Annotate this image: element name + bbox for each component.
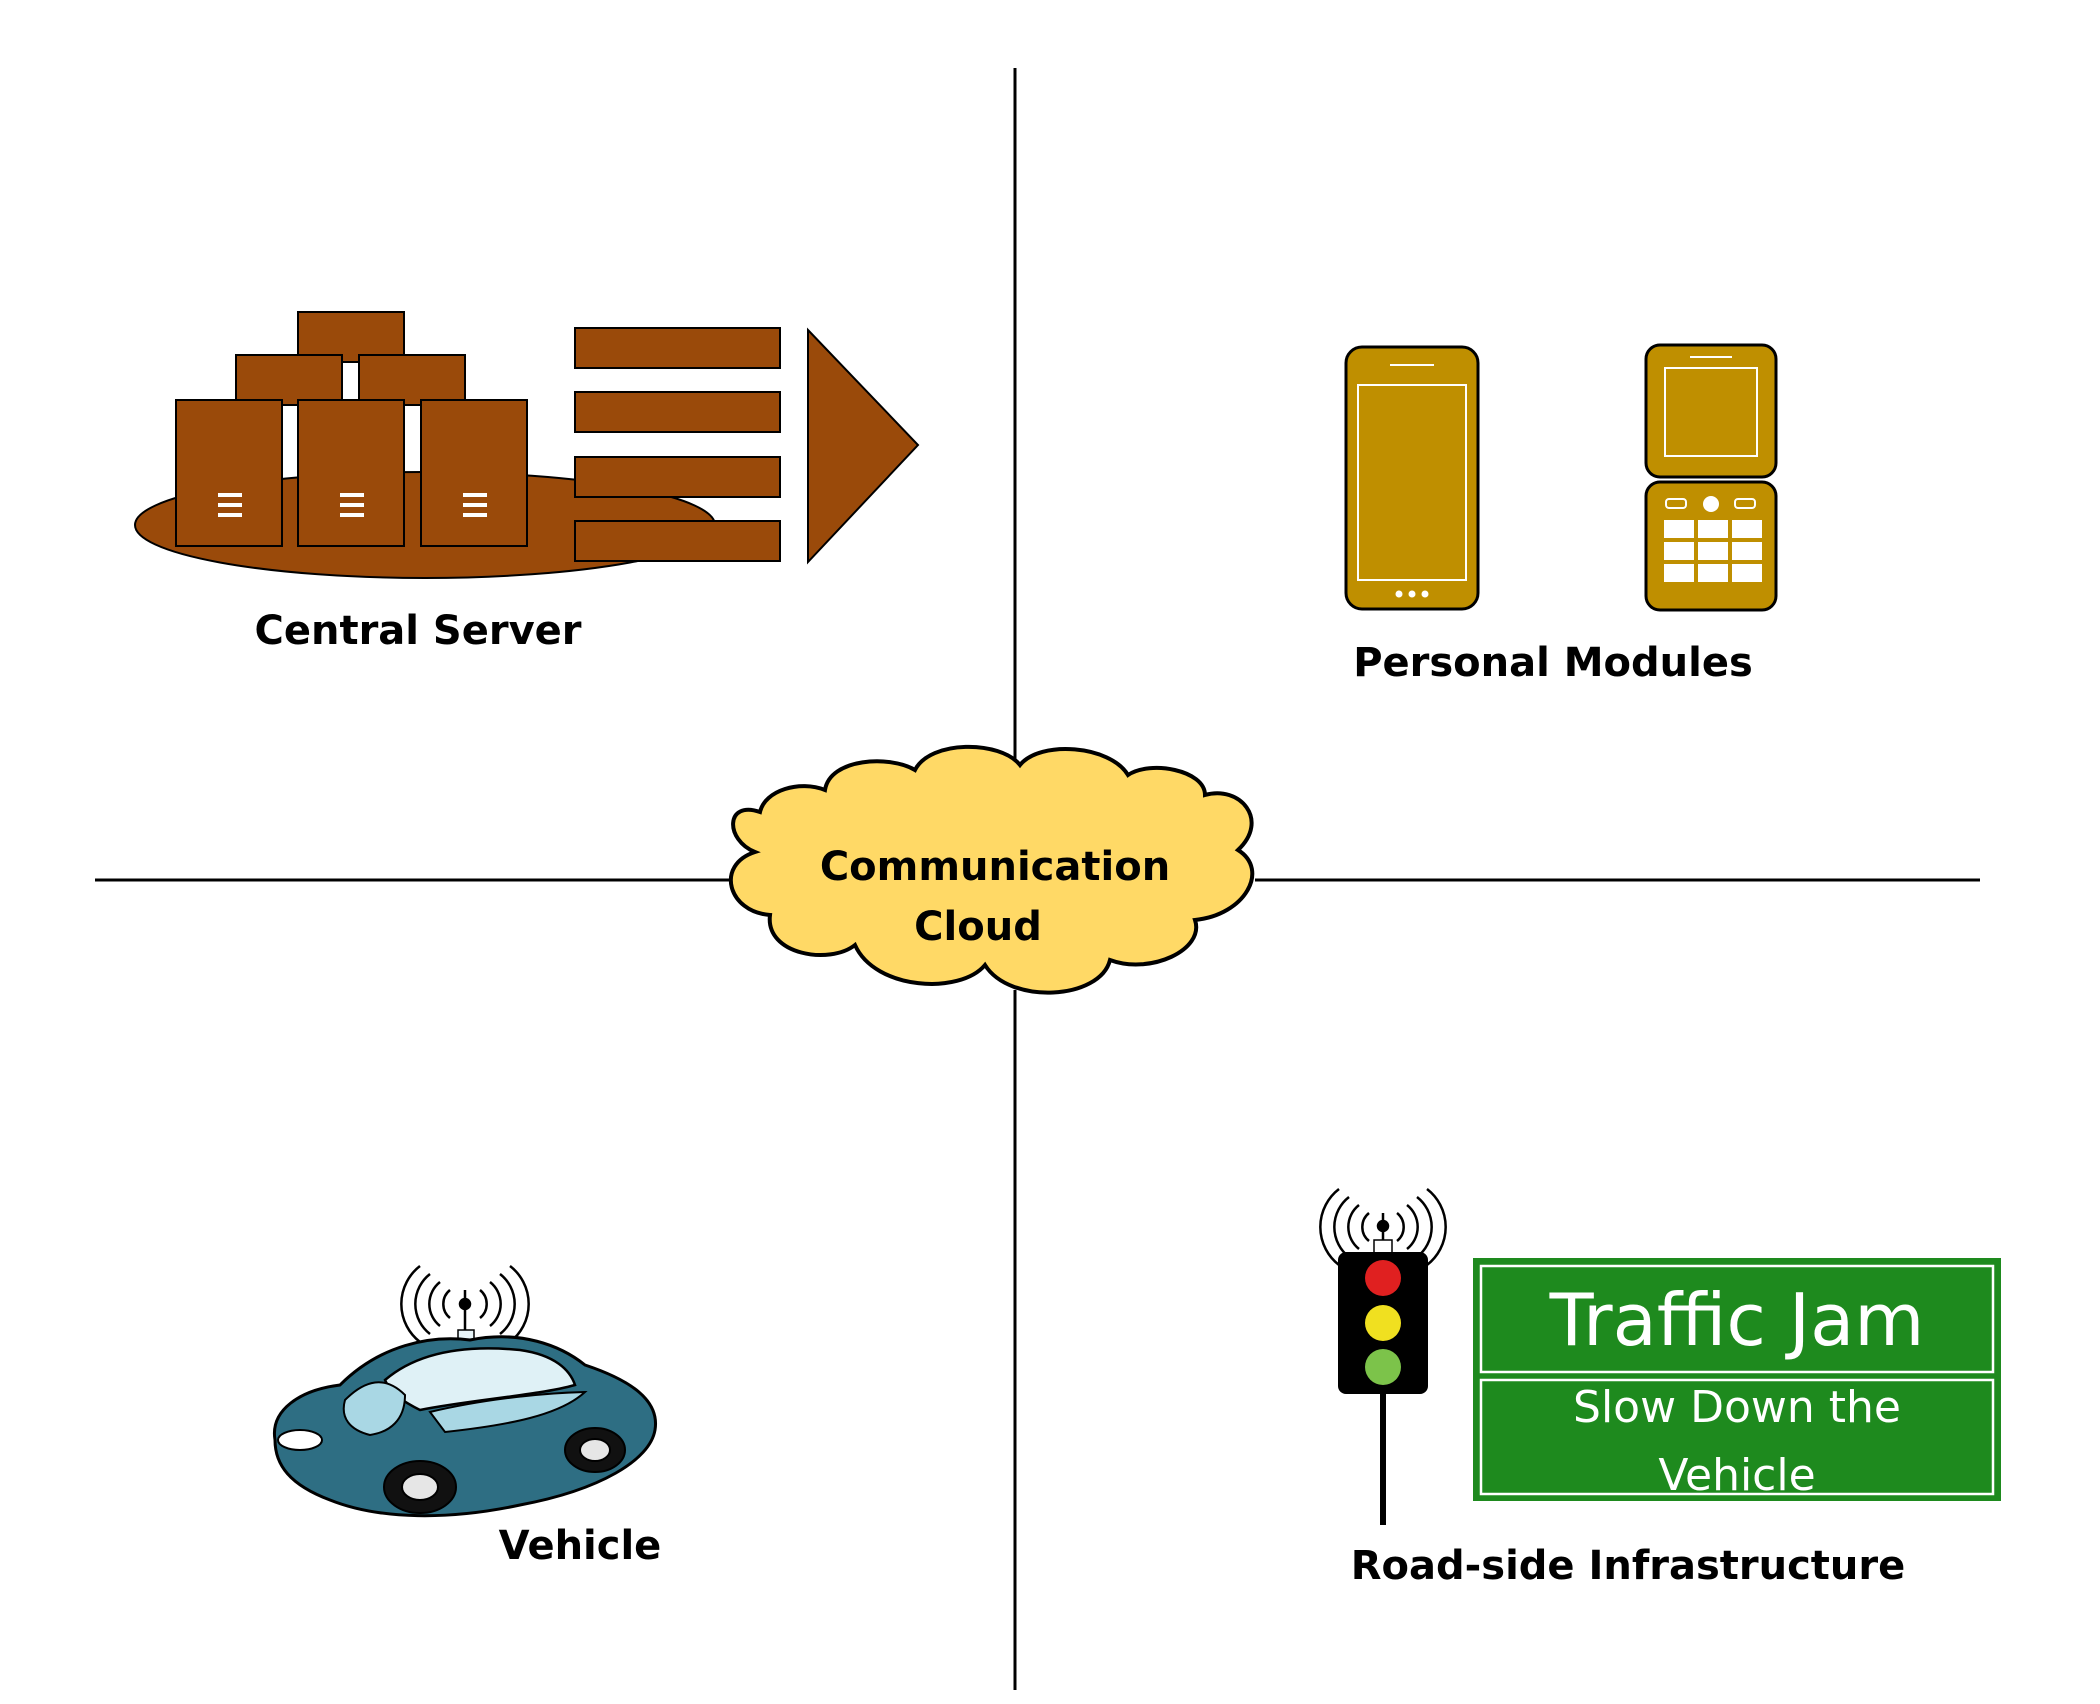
data-bar-4 [574, 520, 781, 562]
car-headlight [277, 1429, 323, 1451]
server-vent-lines [218, 493, 487, 517]
connected-car-icon [272, 1265, 658, 1518]
car-side-window [428, 1390, 588, 1434]
roadside-infrastructure-label: Road-side Infrastructure [1351, 1543, 1906, 1589]
smartphone-body [1344, 345, 1480, 611]
sign-title: Traffic Jam [1549, 1278, 1925, 1362]
traffic-light-green [1365, 1349, 1401, 1385]
central-server-label: Central Server [254, 608, 581, 654]
server-unit-right [420, 399, 528, 547]
vehicle-label: Vehicle [499, 1523, 662, 1569]
car-wheel-front [383, 1460, 457, 1514]
quadrant-dividers [95, 68, 1980, 1690]
server-unit-mid-right [358, 354, 466, 406]
cloud-shape [728, 744, 1255, 995]
flip-phone-screen [1664, 367, 1758, 457]
car-windshield [342, 1381, 407, 1437]
data-bar-2 [574, 391, 781, 433]
server-unit-center [297, 399, 405, 547]
server-unit-left [175, 399, 283, 547]
arrow-head [807, 327, 920, 565]
sign-message-line1: Slow Down the [1573, 1382, 1901, 1433]
traffic-light-red [1365, 1260, 1401, 1296]
sign-title-panel [1479, 1264, 1995, 1374]
flip-phone-icon [1644, 343, 1778, 612]
sign-message-line2: Vehicle [1658, 1450, 1815, 1501]
traffic-sign: Traffic Jam Slow Down the Vehicle [1473, 1258, 2001, 1501]
flip-phone-top [1644, 343, 1778, 479]
traffic-light-yellow [1365, 1305, 1401, 1341]
server-stack-icon [134, 311, 716, 579]
personal-modules-label: Personal Modules [1353, 640, 1753, 686]
traffic-light-antenna-icon [1319, 1188, 1447, 1266]
cloud-label-line1: Communication [820, 844, 1170, 890]
car-antenna-icon [400, 1265, 530, 1343]
smartphone-icon [1344, 345, 1480, 611]
car-wheel-rear [564, 1427, 626, 1473]
flip-phone-keypad [1664, 520, 1762, 582]
car-roof [383, 1347, 577, 1412]
data-bar-3 [574, 456, 781, 498]
smartphone-screen [1357, 384, 1467, 581]
traffic-light-icon [1319, 1188, 1447, 1525]
data-bar-1 [574, 327, 781, 369]
server-unit-top [297, 311, 405, 363]
server-unit-mid-left [235, 354, 343, 406]
cloud-icon: Communication Cloud [728, 744, 1255, 995]
data-flow-arrow-icon [574, 327, 920, 565]
sign-message-panel [1479, 1378, 1995, 1496]
cloud-label-line2: Cloud [914, 904, 1042, 950]
